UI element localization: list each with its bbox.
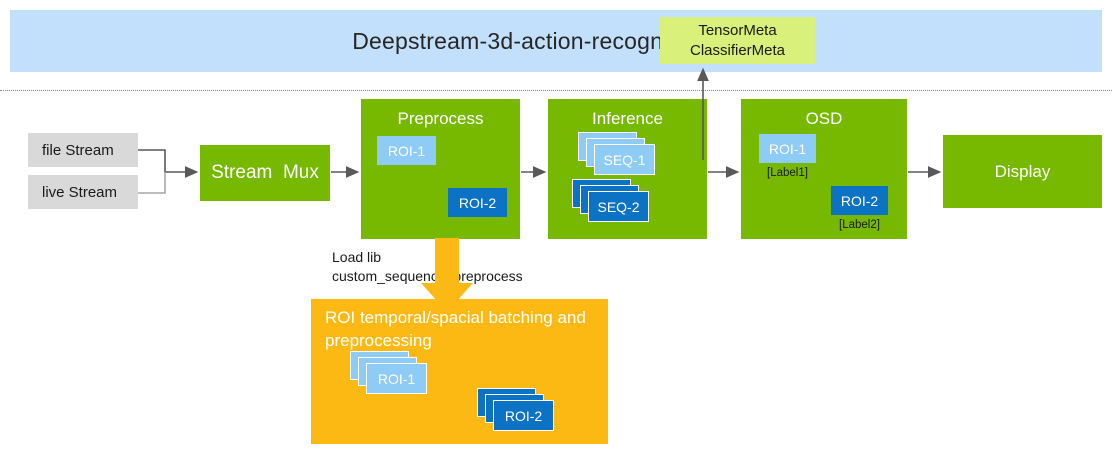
load-lib-annotation: Load lib custom_sequence_preprocess bbox=[332, 249, 523, 284]
tensormeta-box: TensorMeta ClassifierMeta bbox=[660, 17, 815, 64]
osd-roi-1-chip: ROI-1 bbox=[759, 134, 816, 163]
stage-display: Display bbox=[943, 135, 1102, 208]
stage-display-label: Display bbox=[994, 161, 1051, 181]
custom-lib-block: ROI temporal/spacial batching and prepro… bbox=[311, 299, 608, 444]
arrow-live-stream-to-mux bbox=[138, 172, 166, 194]
page-title: Deepstream-3d-action-recognition App bbox=[352, 27, 760, 54]
osd-roi-2-caption: [Label2] bbox=[839, 219, 880, 231]
osd-roi-1-caption: [Label1] bbox=[767, 167, 808, 179]
stage-stream-mux-label: Stream Mux bbox=[211, 162, 319, 183]
custom-lib-roi-1-label: ROI-1 bbox=[377, 370, 416, 387]
preprocess-roi-1-chip: ROI-1 bbox=[377, 136, 436, 165]
stage-osd: OSD ROI-1 [Label1] ROI-2 [Label2] bbox=[741, 99, 907, 239]
stage-inference: Inference SEQ-1 SEQ-2 bbox=[548, 99, 707, 239]
classifiermeta-label: ClassifierMeta bbox=[689, 41, 786, 59]
section-divider bbox=[0, 90, 1112, 91]
osd-roi-1-label: ROI-1 bbox=[768, 140, 807, 157]
stage-inference-label: Inference bbox=[592, 109, 663, 128]
inference-seq-1-label: SEQ-1 bbox=[603, 151, 646, 168]
custom-lib-roi-1-chip: ROI-1 bbox=[366, 363, 427, 394]
inference-seq-2-chip: SEQ-2 bbox=[588, 191, 649, 222]
source-file-stream-label: file Stream bbox=[42, 141, 114, 159]
preprocess-roi-2-chip: ROI-2 bbox=[448, 188, 507, 217]
source-live-stream: live Stream bbox=[28, 175, 138, 209]
header-band bbox=[10, 10, 1102, 72]
inference-seq-1-chip: SEQ-1 bbox=[594, 144, 655, 175]
stage-preprocess-label: Preprocess bbox=[397, 109, 484, 128]
osd-roi-2-label: ROI-2 bbox=[840, 192, 879, 209]
stage-stream-mux: Stream Mux bbox=[200, 145, 330, 201]
source-live-stream-label: live Stream bbox=[42, 183, 118, 201]
osd-roi-2-chip: ROI-2 bbox=[831, 186, 888, 215]
tensormeta-label: TensorMeta bbox=[698, 22, 777, 40]
stage-preprocess: Preprocess ROI-1 ROI-2 bbox=[361, 99, 520, 239]
stage-osd-label: OSD bbox=[805, 109, 843, 128]
custom-lib-roi-2-chip: ROI-2 bbox=[493, 400, 554, 431]
preprocess-roi-1-label: ROI-1 bbox=[387, 142, 426, 159]
custom-lib-roi-2-label: ROI-2 bbox=[504, 407, 543, 424]
arrow-file-stream-to-mux bbox=[138, 149, 199, 178]
preprocess-roi-2-label: ROI-2 bbox=[458, 194, 497, 211]
custom-lib-title: ROI temporal/spacial batching and prepro… bbox=[325, 308, 586, 350]
inference-seq-2-label: SEQ-2 bbox=[597, 198, 640, 215]
source-file-stream: file Stream bbox=[28, 133, 138, 167]
